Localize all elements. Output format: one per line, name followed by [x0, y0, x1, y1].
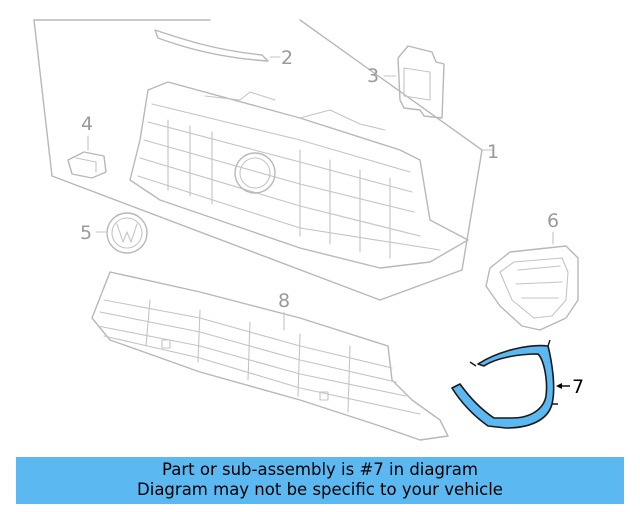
callout-7: 7 — [572, 376, 584, 398]
parts-diagram: 1 2 3 4 5 6 7 8 — [33, 19, 584, 441]
assembly-panel-outline — [33, 19, 493, 301]
callout-1: 1 — [487, 141, 499, 163]
part-8-lower-grille — [91, 271, 449, 441]
part-6-fog-lamp-cover — [485, 231, 579, 331]
info-banner: Part or sub-assembly is #7 in diagram Di… — [16, 457, 624, 504]
part-3-bracket — [383, 45, 445, 119]
part-5-emblem — [95, 212, 148, 254]
callout-8: 8 — [278, 290, 290, 312]
callout-2: 2 — [281, 47, 293, 69]
callout-6: 6 — [547, 210, 559, 232]
part-2-trim-strip — [154, 29, 281, 62]
callout-4: 4 — [81, 113, 93, 135]
banner-line-2: Diagram may not be specific to your vehi… — [137, 480, 503, 499]
callout-5: 5 — [80, 222, 92, 244]
part-7-trim-molding — [451, 339, 570, 429]
part-4-clip — [67, 135, 107, 179]
banner-line-1: Part or sub-assembly is #7 in diagram — [162, 460, 478, 479]
upper-grille — [129, 81, 469, 269]
callout-3: 3 — [367, 65, 379, 87]
